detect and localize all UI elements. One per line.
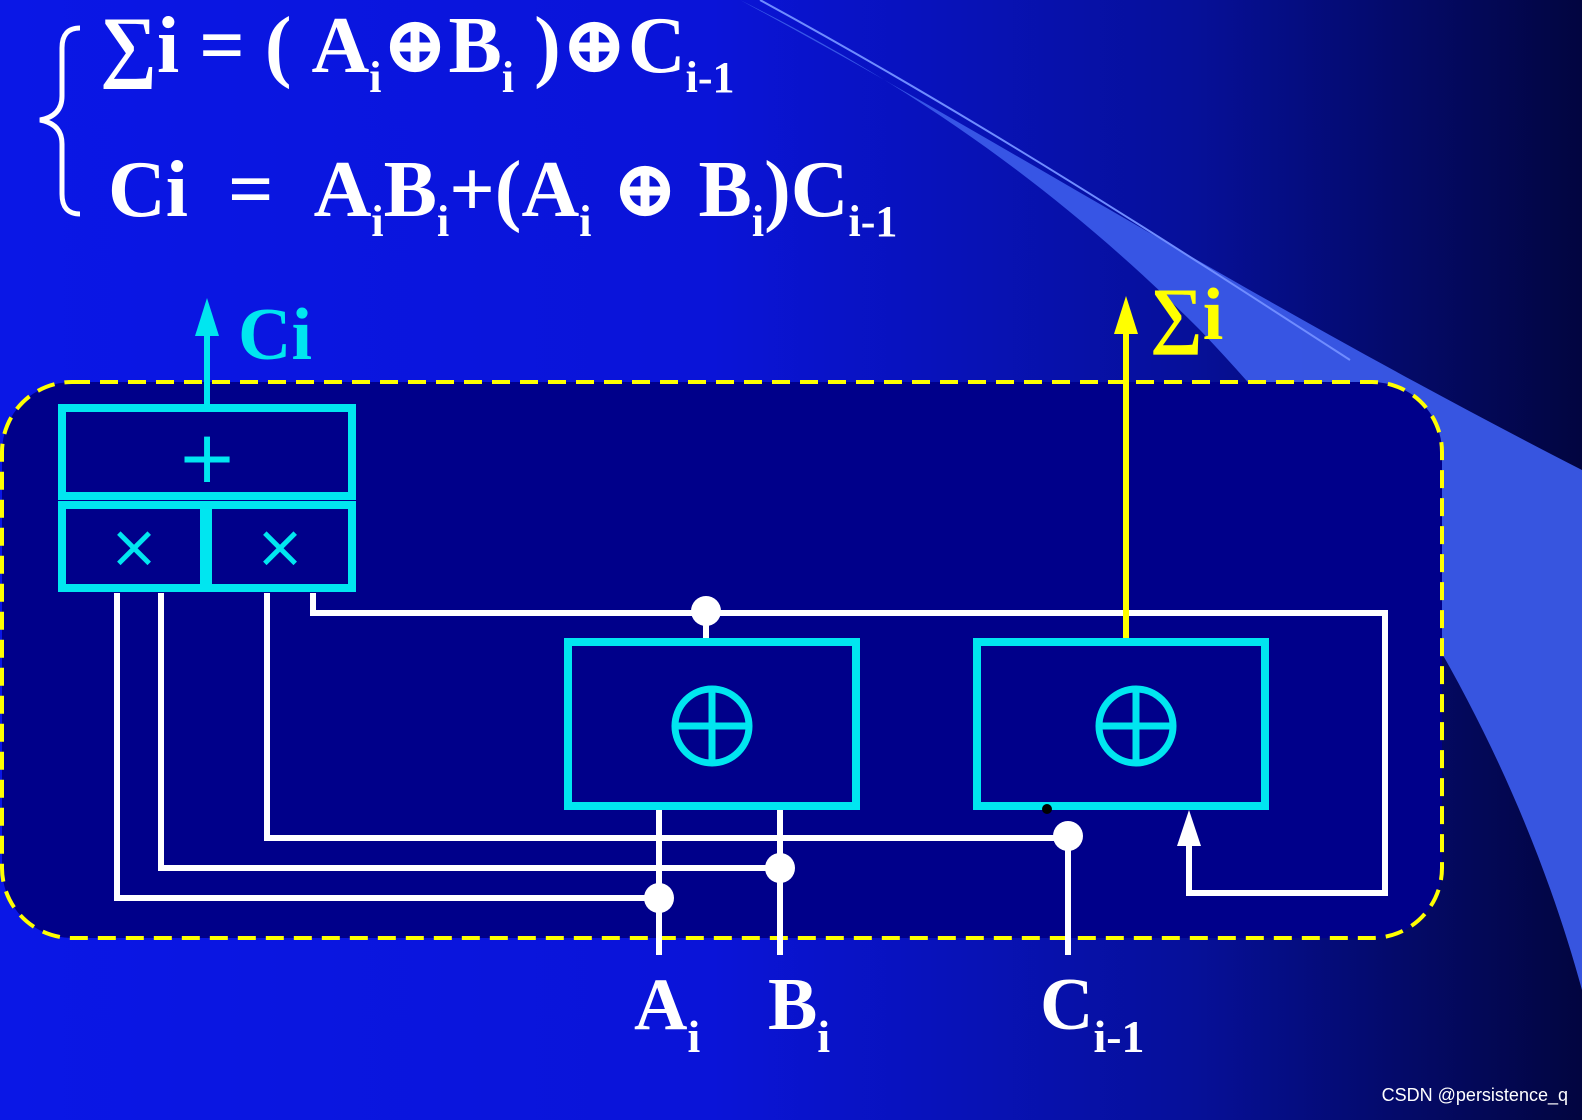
- junction-dot: [1053, 821, 1083, 851]
- wire-and1-a: [114, 593, 659, 901]
- equation-brace: [39, 25, 81, 217]
- circuit-boundary: [0, 380, 1444, 940]
- wire-carry-feedback: [310, 593, 1388, 896]
- junction-dot: [644, 883, 674, 913]
- xor-gate-2-box: [973, 638, 1269, 810]
- carry-output-label: Ci: [238, 294, 312, 376]
- carry-equation: Ci = AiBi+(Ai ⊕ Bi)Ci-1: [108, 146, 898, 246]
- xor-operator: ⊕: [611, 146, 679, 234]
- and-gate-symbol: ×: [109, 512, 159, 582]
- sum-equation: ∑i = ( Ai⊕Bi )⊕Ci-1: [100, 2, 735, 102]
- input-a-label: Ai: [634, 964, 701, 1062]
- arrow-xor2-input: [1177, 810, 1201, 846]
- sum-output-label: ∑i: [1150, 274, 1224, 356]
- sum-symbol: ∑i: [100, 2, 180, 90]
- small-dot: [1042, 804, 1052, 814]
- xor-gate-2: [973, 638, 1269, 814]
- xor-gate-1-box: [564, 638, 860, 810]
- input-carry-label: Ci-1: [1040, 964, 1145, 1062]
- arrow-sum-output: [1114, 296, 1138, 334]
- and-gate-symbol: ×: [255, 512, 305, 582]
- or-gate-symbol: +: [177, 415, 237, 499]
- wire-and1-b: [158, 593, 780, 871]
- wires: [114, 593, 1388, 955]
- watermark: CSDN @persistence_q: [1381, 1085, 1568, 1105]
- xor-operator: ⊕: [560, 2, 628, 90]
- or-gate: [58, 404, 356, 500]
- wire-and2-cin: [264, 593, 1068, 841]
- and-gate-2: [204, 501, 356, 592]
- xor-gate-1: [564, 638, 860, 810]
- carry-logic-block: + × ×: [58, 404, 356, 592]
- junctions: [644, 596, 1083, 913]
- input-b-label: Bi: [768, 964, 831, 1062]
- xor-operator: ⊕: [381, 2, 449, 90]
- junction-dot: [691, 596, 721, 626]
- junction-dot: [765, 853, 795, 883]
- arrow-carry-output: [195, 298, 219, 336]
